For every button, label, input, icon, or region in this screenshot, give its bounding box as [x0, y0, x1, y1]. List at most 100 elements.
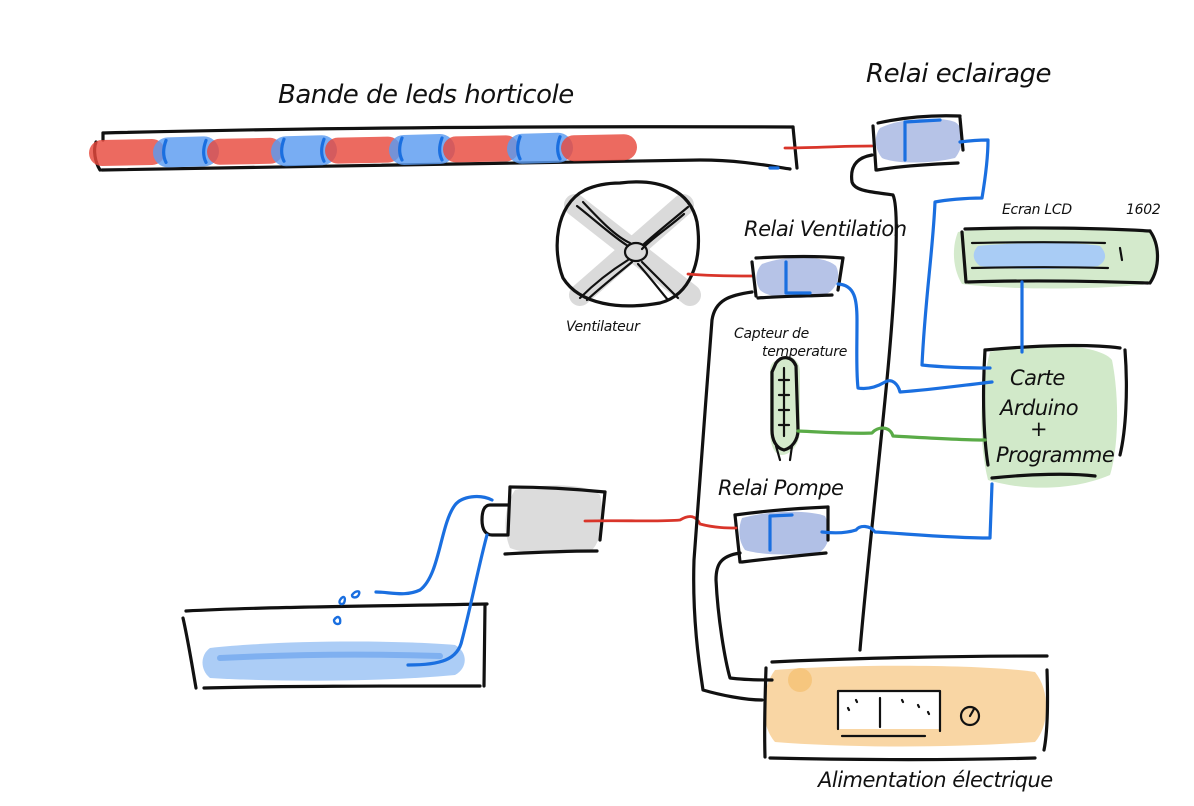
- led-segment-divider: [280, 137, 286, 163]
- temperature-sensor[interactable]: [770, 356, 800, 462]
- led-strip-top-edge: [101, 125, 795, 135]
- led-segments: [89, 132, 637, 168]
- led-segment-divider: [320, 137, 326, 163]
- relay-ventilation-left: [750, 260, 758, 298]
- psu-knob-icon[interactable]: [959, 705, 981, 727]
- relay-lighting-top: [876, 114, 962, 125]
- water-drop-icon: [350, 590, 361, 599]
- led-segment-red: [89, 139, 165, 166]
- pump[interactable]: [480, 485, 607, 556]
- wire-led-to-relay-lighting: [783, 144, 874, 150]
- lcd-screen[interactable]: [953, 226, 1160, 289]
- relay-ventilation-bottom: [756, 293, 834, 300]
- led-segment-red: [325, 136, 401, 164]
- pump-outlet: [480, 503, 510, 537]
- relay-pump-fill: [739, 511, 830, 555]
- lcd-left: [960, 230, 968, 284]
- relay-pump-bottom: [740, 551, 828, 564]
- temp-sensor-body: [770, 356, 800, 452]
- controller-left: [981, 348, 990, 467]
- led-segment-divider: [202, 138, 208, 164]
- wire-signal-relay-pump: [820, 482, 994, 540]
- led-segment-red: [207, 137, 283, 165]
- led-segment-divider: [556, 135, 562, 161]
- fan-blade-2: [640, 205, 690, 251]
- lcd-top: [963, 226, 1152, 233]
- led-segment-red: [561, 134, 637, 162]
- lcd-model: 1602: [1126, 202, 1161, 218]
- wire-signal-relay-lighting: [920, 138, 992, 370]
- hose-intake: [406, 533, 489, 667]
- relay-pump-switch: [768, 513, 794, 552]
- psu-bottom: [768, 756, 1037, 762]
- fan-housing: [555, 180, 701, 308]
- wire-supply-relay-lighting: [849, 153, 898, 652]
- lcd-label: Ecran LCD: [1002, 202, 1072, 218]
- relay-lighting[interactable]: [871, 114, 965, 172]
- led-segment-divider: [438, 136, 444, 162]
- relay-lighting-fill: [875, 118, 963, 163]
- lcd-mark: [1118, 246, 1124, 262]
- psu-meter-face: [838, 691, 940, 729]
- psu-right: [1042, 668, 1050, 752]
- relay-lighting-bottom: [875, 161, 960, 172]
- controller-bottom: [990, 472, 1097, 480]
- led-segment-divider: [398, 136, 404, 162]
- water-reservoir[interactable]: [181, 602, 489, 690]
- fan-hub: [623, 241, 649, 263]
- fan-blade-4: [636, 260, 680, 302]
- wire-signal-relay-ventilation: [836, 282, 994, 394]
- psu-meter: [836, 689, 942, 738]
- relay-ventilation-label: Relai Ventilation: [744, 217, 907, 241]
- wire-supply-relay-pump: [714, 551, 774, 682]
- pump-fill: [505, 485, 603, 554]
- led-segment-blue: [507, 132, 573, 164]
- psu-meter-frame: [836, 689, 942, 733]
- water-drop-icon: [338, 595, 346, 606]
- psu-fill-spot: [788, 668, 812, 692]
- led-segment-blue: [153, 136, 219, 168]
- lcd-display-top: [970, 241, 1107, 245]
- reservoir-water-fill: [202, 641, 465, 681]
- temp-sensor-scale: [777, 366, 791, 438]
- water-drops: [332, 590, 361, 626]
- reservoir-water-surface: [217, 651, 443, 661]
- wire-pump-to-relay-pump: [583, 515, 738, 530]
- led-strip-label: Bande de leds horticole: [278, 80, 574, 110]
- relay-ventilation[interactable]: [750, 254, 845, 300]
- led-segment-divider: [162, 138, 168, 164]
- wire-supply-relay-ventilation: [692, 290, 764, 702]
- psu-top: [770, 654, 1049, 664]
- fan-label: Ventilateur: [566, 319, 641, 335]
- hose-outlet: [374, 494, 494, 596]
- reservoir-bottom: [202, 684, 482, 690]
- reservoir-right: [482, 603, 487, 688]
- psu-meter-ticks: [846, 698, 931, 716]
- relay-ventilation-fill: [756, 257, 839, 298]
- controller-line3: +: [1030, 417, 1047, 441]
- relay-ventilation-top: [754, 254, 845, 260]
- psu-label: Alimentation électrique: [816, 768, 1053, 792]
- relay-pump-top: [733, 505, 830, 517]
- led-segment-divider: [516, 135, 522, 161]
- power-supply[interactable]: [762, 654, 1050, 762]
- reservoir-top: [184, 602, 489, 613]
- led-segment-blue: [389, 134, 455, 165]
- controller-line1: Carte: [1010, 366, 1065, 390]
- led-strip[interactable]: [89, 125, 799, 172]
- psu-knob-pointer: [968, 707, 976, 718]
- fan[interactable]: [555, 180, 701, 308]
- pump-top: [508, 485, 607, 494]
- controller-board[interactable]: Carte Arduino + Programme: [981, 343, 1128, 488]
- pump-right: [598, 490, 607, 542]
- controller-top: [983, 343, 1122, 352]
- relay-pump-label: Relai Pompe: [718, 476, 843, 500]
- lcd-bottom: [966, 279, 1150, 285]
- wire-sensor-temperature: [796, 426, 987, 442]
- wire-fan-to-relay-ventilation: [686, 272, 754, 278]
- psu-left: [762, 666, 768, 759]
- led-segment-red: [443, 135, 519, 163]
- led-segment-blue: [271, 135, 337, 167]
- relay-lighting-left: [871, 124, 878, 172]
- relay-pump[interactable]: [733, 505, 830, 564]
